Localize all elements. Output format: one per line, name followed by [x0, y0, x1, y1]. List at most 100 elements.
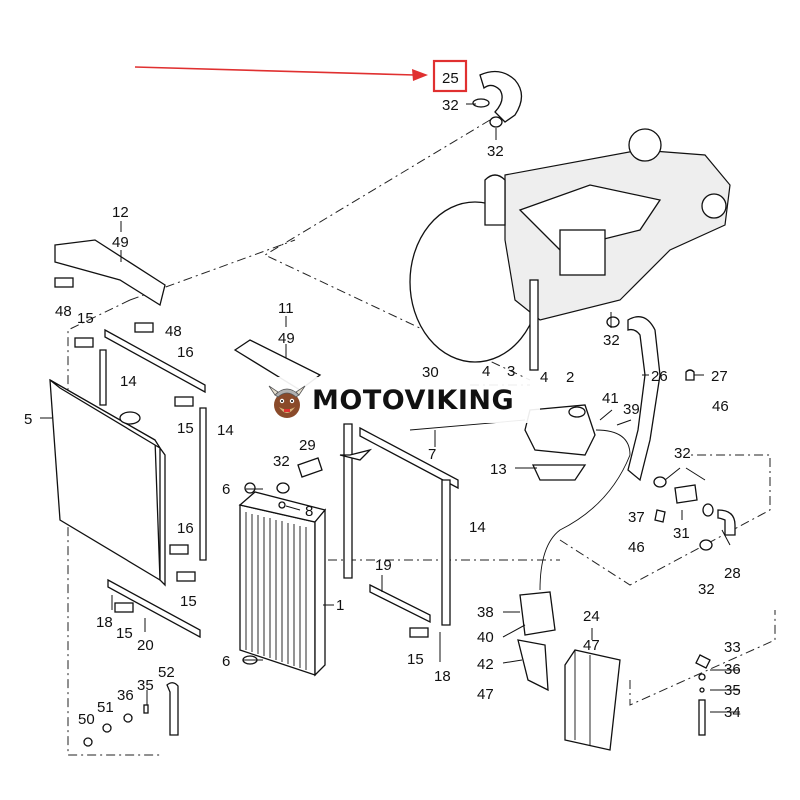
- callout-49: 49: [278, 330, 295, 347]
- clamp-32: [472, 98, 490, 108]
- callout-12: 12: [112, 204, 129, 221]
- callout-32: 32: [273, 453, 290, 470]
- callout-13: 13: [490, 461, 507, 478]
- callout-15: 15: [407, 651, 424, 668]
- clamp-32: [606, 316, 620, 328]
- callout-5: 5: [24, 411, 32, 428]
- callout-18: 18: [96, 614, 113, 631]
- callout-1: 1: [336, 597, 344, 614]
- clamp-32: [699, 539, 713, 551]
- callout-47: 47: [477, 686, 494, 703]
- pipe-31: [674, 484, 698, 504]
- callout-6: 6: [222, 481, 230, 498]
- callout-38: 38: [477, 604, 494, 621]
- viking-mascot-icon: [268, 385, 306, 418]
- callout-48: 48: [165, 323, 182, 340]
- radiator-core: [239, 504, 316, 676]
- pipe-34: [698, 699, 706, 736]
- cylinder-head: [518, 184, 662, 251]
- overflow-hose-39: [539, 429, 631, 591]
- reservoir-38: [519, 591, 556, 636]
- callout-39: 39: [623, 401, 640, 418]
- callout-18: 18: [434, 668, 451, 685]
- callout-4: 4: [540, 369, 548, 386]
- callout-37: 37: [628, 509, 645, 526]
- leader-lines: [40, 103, 740, 713]
- callout-19: 19: [375, 557, 392, 574]
- valve-8: [278, 501, 286, 509]
- callout-14: 14: [217, 422, 234, 439]
- callout-46: 46: [712, 398, 729, 415]
- callout-2: 2: [566, 369, 574, 386]
- condenser-5: [49, 378, 161, 582]
- thermostat-housing: [484, 174, 506, 226]
- callout-15: 15: [116, 625, 133, 642]
- callout-14: 14: [120, 373, 137, 390]
- bracket-42: [517, 639, 549, 692]
- tank-cap: [568, 406, 586, 418]
- callout-25: 25: [442, 70, 459, 87]
- fitting-27: [685, 369, 695, 381]
- callout-3: 3: [507, 363, 515, 380]
- callout-48: 48: [55, 303, 72, 320]
- callout-42: 42: [477, 656, 494, 673]
- callout-32: 32: [442, 97, 459, 114]
- callout-36: 36: [724, 661, 741, 678]
- callout-47: 47: [583, 637, 600, 654]
- engine-assembly: [409, 128, 731, 371]
- callout-32: 32: [487, 143, 504, 160]
- callout-26: 26: [651, 368, 668, 385]
- callout-16: 16: [177, 520, 194, 537]
- callout-20: 20: [137, 637, 154, 654]
- frame-rods: [99, 328, 459, 639]
- callout-35: 35: [724, 682, 741, 699]
- callout-50: 50: [78, 711, 95, 728]
- bracket-12: [54, 239, 166, 307]
- highlight-marker: [134, 59, 468, 93]
- condenser-side: [159, 445, 166, 587]
- callout-30: 30: [422, 364, 439, 381]
- callout-52: 52: [158, 664, 175, 681]
- elbow-52: [166, 682, 179, 736]
- fitting-33: [695, 654, 711, 669]
- callout-4: 4: [482, 363, 490, 380]
- bolt-35: [143, 704, 149, 714]
- callout-24: 24: [583, 608, 600, 625]
- hose-26: [627, 316, 661, 482]
- callout-14: 14: [469, 519, 486, 536]
- brand-watermark: MOTOVIKING: [262, 377, 540, 423]
- washer-35: [699, 687, 705, 693]
- washer-36: [698, 673, 706, 681]
- turbo-inlet: [628, 128, 662, 162]
- callout-7: 7: [428, 446, 436, 463]
- callout-46: 46: [628, 539, 645, 556]
- callout-15: 15: [77, 310, 94, 327]
- callout-29: 29: [299, 437, 316, 454]
- callout-32: 32: [674, 445, 691, 462]
- small-fittings: [83, 369, 736, 747]
- clamp-32: [702, 503, 714, 517]
- callout-32: 32: [603, 332, 620, 349]
- clamp-32: [276, 482, 290, 494]
- callout-36: 36: [117, 687, 134, 704]
- radiator-side: [314, 508, 326, 677]
- nut-51: [102, 723, 112, 733]
- clamp-32: [489, 116, 503, 128]
- callout-31: 31: [673, 525, 690, 542]
- condenser-cap: [119, 411, 141, 425]
- bracket-37: [654, 509, 666, 523]
- callout-27: 27: [711, 368, 728, 385]
- callout-33: 33: [724, 639, 741, 656]
- callout-51: 51: [97, 699, 114, 716]
- nut-50: [83, 737, 93, 747]
- callout-28: 28: [724, 565, 741, 582]
- callout-11: 11: [278, 300, 294, 317]
- callout-41: 41: [602, 390, 619, 407]
- callout-numbers: 25 32 32 12 49 48 48 15 16 14 15 14 5 16…: [24, 70, 741, 728]
- engine-mount-rod: [529, 279, 539, 371]
- callout-15: 15: [177, 420, 194, 437]
- callout-34: 34: [724, 704, 741, 721]
- callout-8: 8: [305, 503, 313, 520]
- elbow-28: [717, 509, 736, 536]
